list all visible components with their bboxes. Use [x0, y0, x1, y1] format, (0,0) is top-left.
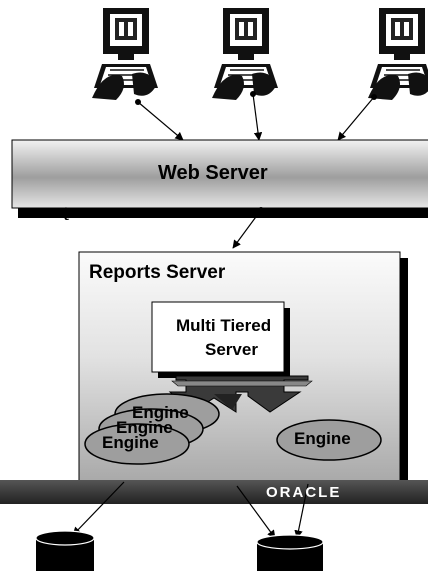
client-workstation-left	[92, 8, 158, 100]
client-workstation-right	[368, 8, 428, 100]
database-cylinder-right	[256, 534, 324, 571]
multi-tiered-box	[151, 301, 285, 373]
multi-tiered-label-line2: Server	[205, 340, 258, 359]
web-server-bar	[11, 139, 428, 209]
engine-label: Engine	[132, 403, 189, 422]
footer-bar	[0, 480, 428, 504]
oracle-logo: ORACLE	[266, 484, 342, 501]
web-to-reports-line	[232, 209, 262, 249]
client-to-web-line	[137, 101, 184, 141]
web-server-label: Web Server	[158, 162, 268, 184]
engine-ellipse	[84, 423, 190, 465]
engine-label: Engine	[102, 433, 159, 452]
client-to-web-line	[252, 93, 263, 141]
multi-tiered-label-line1: Multi Tiered	[176, 316, 272, 335]
engine-label: Engine	[294, 429, 351, 448]
reports-to-db-line	[294, 483, 309, 539]
stray-text-fragment: t	[63, 200, 70, 225]
reports-to-db-line	[236, 485, 276, 539]
client-to-web-line	[337, 96, 375, 141]
database-cylinder-left	[35, 530, 95, 571]
engine-label: Engine	[116, 418, 173, 437]
client-workstation-middle	[212, 8, 278, 100]
reports-server-label: Reports Server	[89, 262, 226, 283]
reports-to-db-line	[72, 481, 125, 536]
engine-ellipse	[276, 419, 382, 461]
